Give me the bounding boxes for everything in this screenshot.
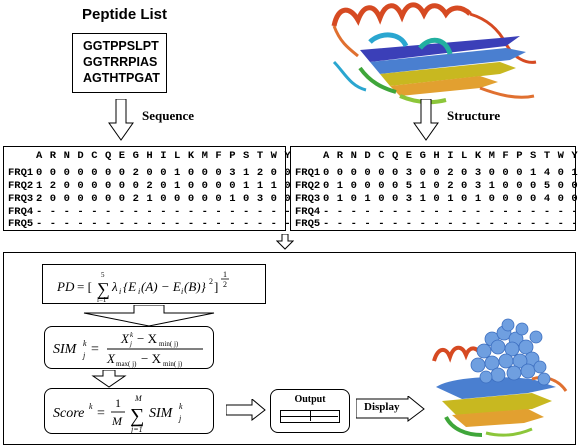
svg-text:2: 2: [223, 280, 227, 289]
svg-text:∑: ∑: [97, 279, 110, 299]
svg-text:k: k: [130, 331, 134, 339]
table-row-values: 2 0 0 0 0 0 0 2 1 0 0 0 0 0 1 0 3 0 0 0: [36, 193, 306, 205]
table-row-label: FRQ3: [8, 193, 34, 205]
svg-text:1: 1: [115, 396, 121, 410]
table-row-values: 0 1 0 1 0 0 3 1 0 1 0 1 0 0 0 0 4 0 0 2: [323, 193, 579, 205]
svg-text:X: X: [120, 331, 130, 346]
peptide-list-box: GGTPPSLPT GGTRRPIAS AGTHTPGAT: [72, 33, 167, 93]
table-row-label: FRQ5: [295, 218, 321, 230]
svg-text:k: k: [179, 402, 183, 411]
peptide-item: GGTRRPIAS: [83, 55, 158, 69]
table-row-label: FRQ2: [8, 180, 34, 192]
pd-formula: PD = [ ∑ 5 i=1 λ i {E i (A) − E i (B)} 2…: [57, 270, 229, 303]
sim-formula: SIM k j = X k j − X min( j) X max( j) − …: [53, 331, 203, 368]
svg-text:k: k: [89, 402, 93, 411]
structure-label: Structure: [447, 108, 501, 123]
table-row-label: FRQ4: [295, 206, 321, 218]
score-formula-box: Score k = 1 M ∑ M j=1 SIM k j: [44, 388, 214, 434]
svg-text:Score: Score: [53, 406, 84, 421]
svg-text:{E: {E: [123, 279, 136, 294]
svg-text:∑: ∑: [130, 405, 144, 427]
svg-text:i: i: [181, 287, 183, 296]
down-arrow-icon: [413, 99, 439, 141]
svg-text:= [: = [: [77, 279, 92, 294]
svg-text:j: j: [82, 351, 86, 360]
svg-text:− X: − X: [141, 351, 162, 366]
table-row-values: 0 0 0 0 0 0 0 2 0 0 1 0 0 0 3 1 2 0 0 0: [36, 167, 306, 179]
table-row-label: FRQ1: [295, 167, 321, 179]
svg-text:=: =: [97, 406, 105, 421]
table-header: A R N D C Q E G H I L K M F P S T W Y V: [323, 150, 579, 162]
svg-text:j=1: j=1: [130, 425, 143, 434]
table-row-values: - - - - - - - - - - - - - - - - - - - -: [36, 206, 306, 218]
score-formula: Score k = 1 M ∑ M j=1 SIM k j: [53, 394, 183, 434]
svg-text:M: M: [111, 414, 123, 428]
svg-text:5: 5: [101, 271, 105, 279]
table-row-values: - - - - - - - - - - - - - - - - - - - -: [323, 206, 579, 218]
table-row-values: 1 2 0 0 0 0 0 0 2 0 1 0 0 0 0 1 1 1 0 0 …: [36, 180, 319, 192]
svg-text:λ: λ: [111, 279, 118, 294]
table-row-values: - - - - - - - - - - - - - - - - - - - -: [36, 218, 306, 230]
svg-text:− X: − X: [137, 331, 158, 346]
peptide-list-title: Peptide List: [82, 6, 168, 23]
structure-frequency-table: A R N D C Q E G H I L K M F P S T W Y V …: [290, 146, 579, 231]
protein-structure-image: [331, 2, 537, 105]
table-row-label: FRQ4: [8, 206, 34, 218]
output-label: Output: [294, 394, 326, 405]
table-row-label: FRQ3: [295, 193, 321, 205]
svg-text:SIM: SIM: [149, 406, 174, 421]
pd-formula-box: PD = [ ∑ 5 i=1 λ i {E i (A) − E i (B)} 2…: [42, 264, 266, 304]
svg-text:(B)}: (B)}: [184, 279, 207, 294]
svg-text:min( j): min( j): [163, 360, 183, 368]
svg-text:i: i: [119, 287, 121, 296]
table-header: A R N D C Q E G H I L K M F P S T W Y V: [36, 150, 306, 162]
table-row-label: FRQ2: [295, 180, 321, 192]
peptide-item: GGTPPSLPT: [83, 39, 159, 53]
down-arrow-icon: [91, 370, 127, 388]
svg-text:(A) − E: (A) − E: [141, 279, 181, 294]
scoring-pipeline-box: PD = [ ∑ 5 i=1 λ i {E i (A) − E i (B)} 2…: [3, 252, 576, 445]
peptide-item: AGTHTPGAT: [83, 71, 160, 85]
down-arrow-icon: [108, 99, 134, 141]
svg-text:j: j: [129, 340, 132, 348]
table-row-values: - - - - - - - - - - - - - - - - - - - -: [323, 218, 579, 230]
svg-text:i=1: i=1: [97, 296, 107, 303]
sequence-frequency-table: A R N D C Q E G H I L K M F P S T W Y V …: [3, 146, 318, 231]
svg-text:X: X: [106, 351, 116, 366]
table-row-label: FRQ1: [8, 167, 34, 179]
sequence-label: Sequence: [142, 108, 194, 123]
svg-text:k: k: [83, 339, 87, 348]
svg-text:PD: PD: [57, 279, 75, 294]
sim-formula-box: SIM k j = X k j − X min( j) X max( j) − …: [44, 326, 214, 369]
svg-text:SIM: SIM: [53, 342, 78, 357]
svg-text:]: ]: [214, 279, 218, 294]
svg-text:1: 1: [223, 270, 227, 279]
table-row-label: FRQ5: [8, 218, 34, 230]
svg-text:2: 2: [209, 277, 213, 286]
output-table-icon: [280, 410, 340, 423]
table-row-values: 0 0 0 0 0 0 3 0 0 2 0 3 0 0 0 1 4 0 1 1: [323, 167, 579, 179]
display-label: Display: [364, 401, 400, 413]
svg-text:=: =: [91, 342, 99, 357]
down-arrow-icon: [276, 234, 294, 250]
output-table-divider: [281, 416, 338, 417]
svg-text:j: j: [178, 414, 182, 423]
table-row-values: 0 1 0 0 0 0 5 1 0 2 0 3 1 0 0 0 5 0 0 2: [323, 180, 579, 192]
svg-text:min( j): min( j): [159, 340, 179, 348]
output-box: Output: [270, 389, 350, 433]
svg-text:max( j): max( j): [116, 360, 137, 368]
display-arrow: [356, 396, 425, 422]
result-structure-image: [432, 318, 568, 437]
svg-text:i: i: [138, 287, 140, 296]
svg-text:M: M: [134, 394, 143, 403]
down-arrow-icon: [83, 305, 215, 327]
right-arrow-icon: [226, 399, 266, 421]
